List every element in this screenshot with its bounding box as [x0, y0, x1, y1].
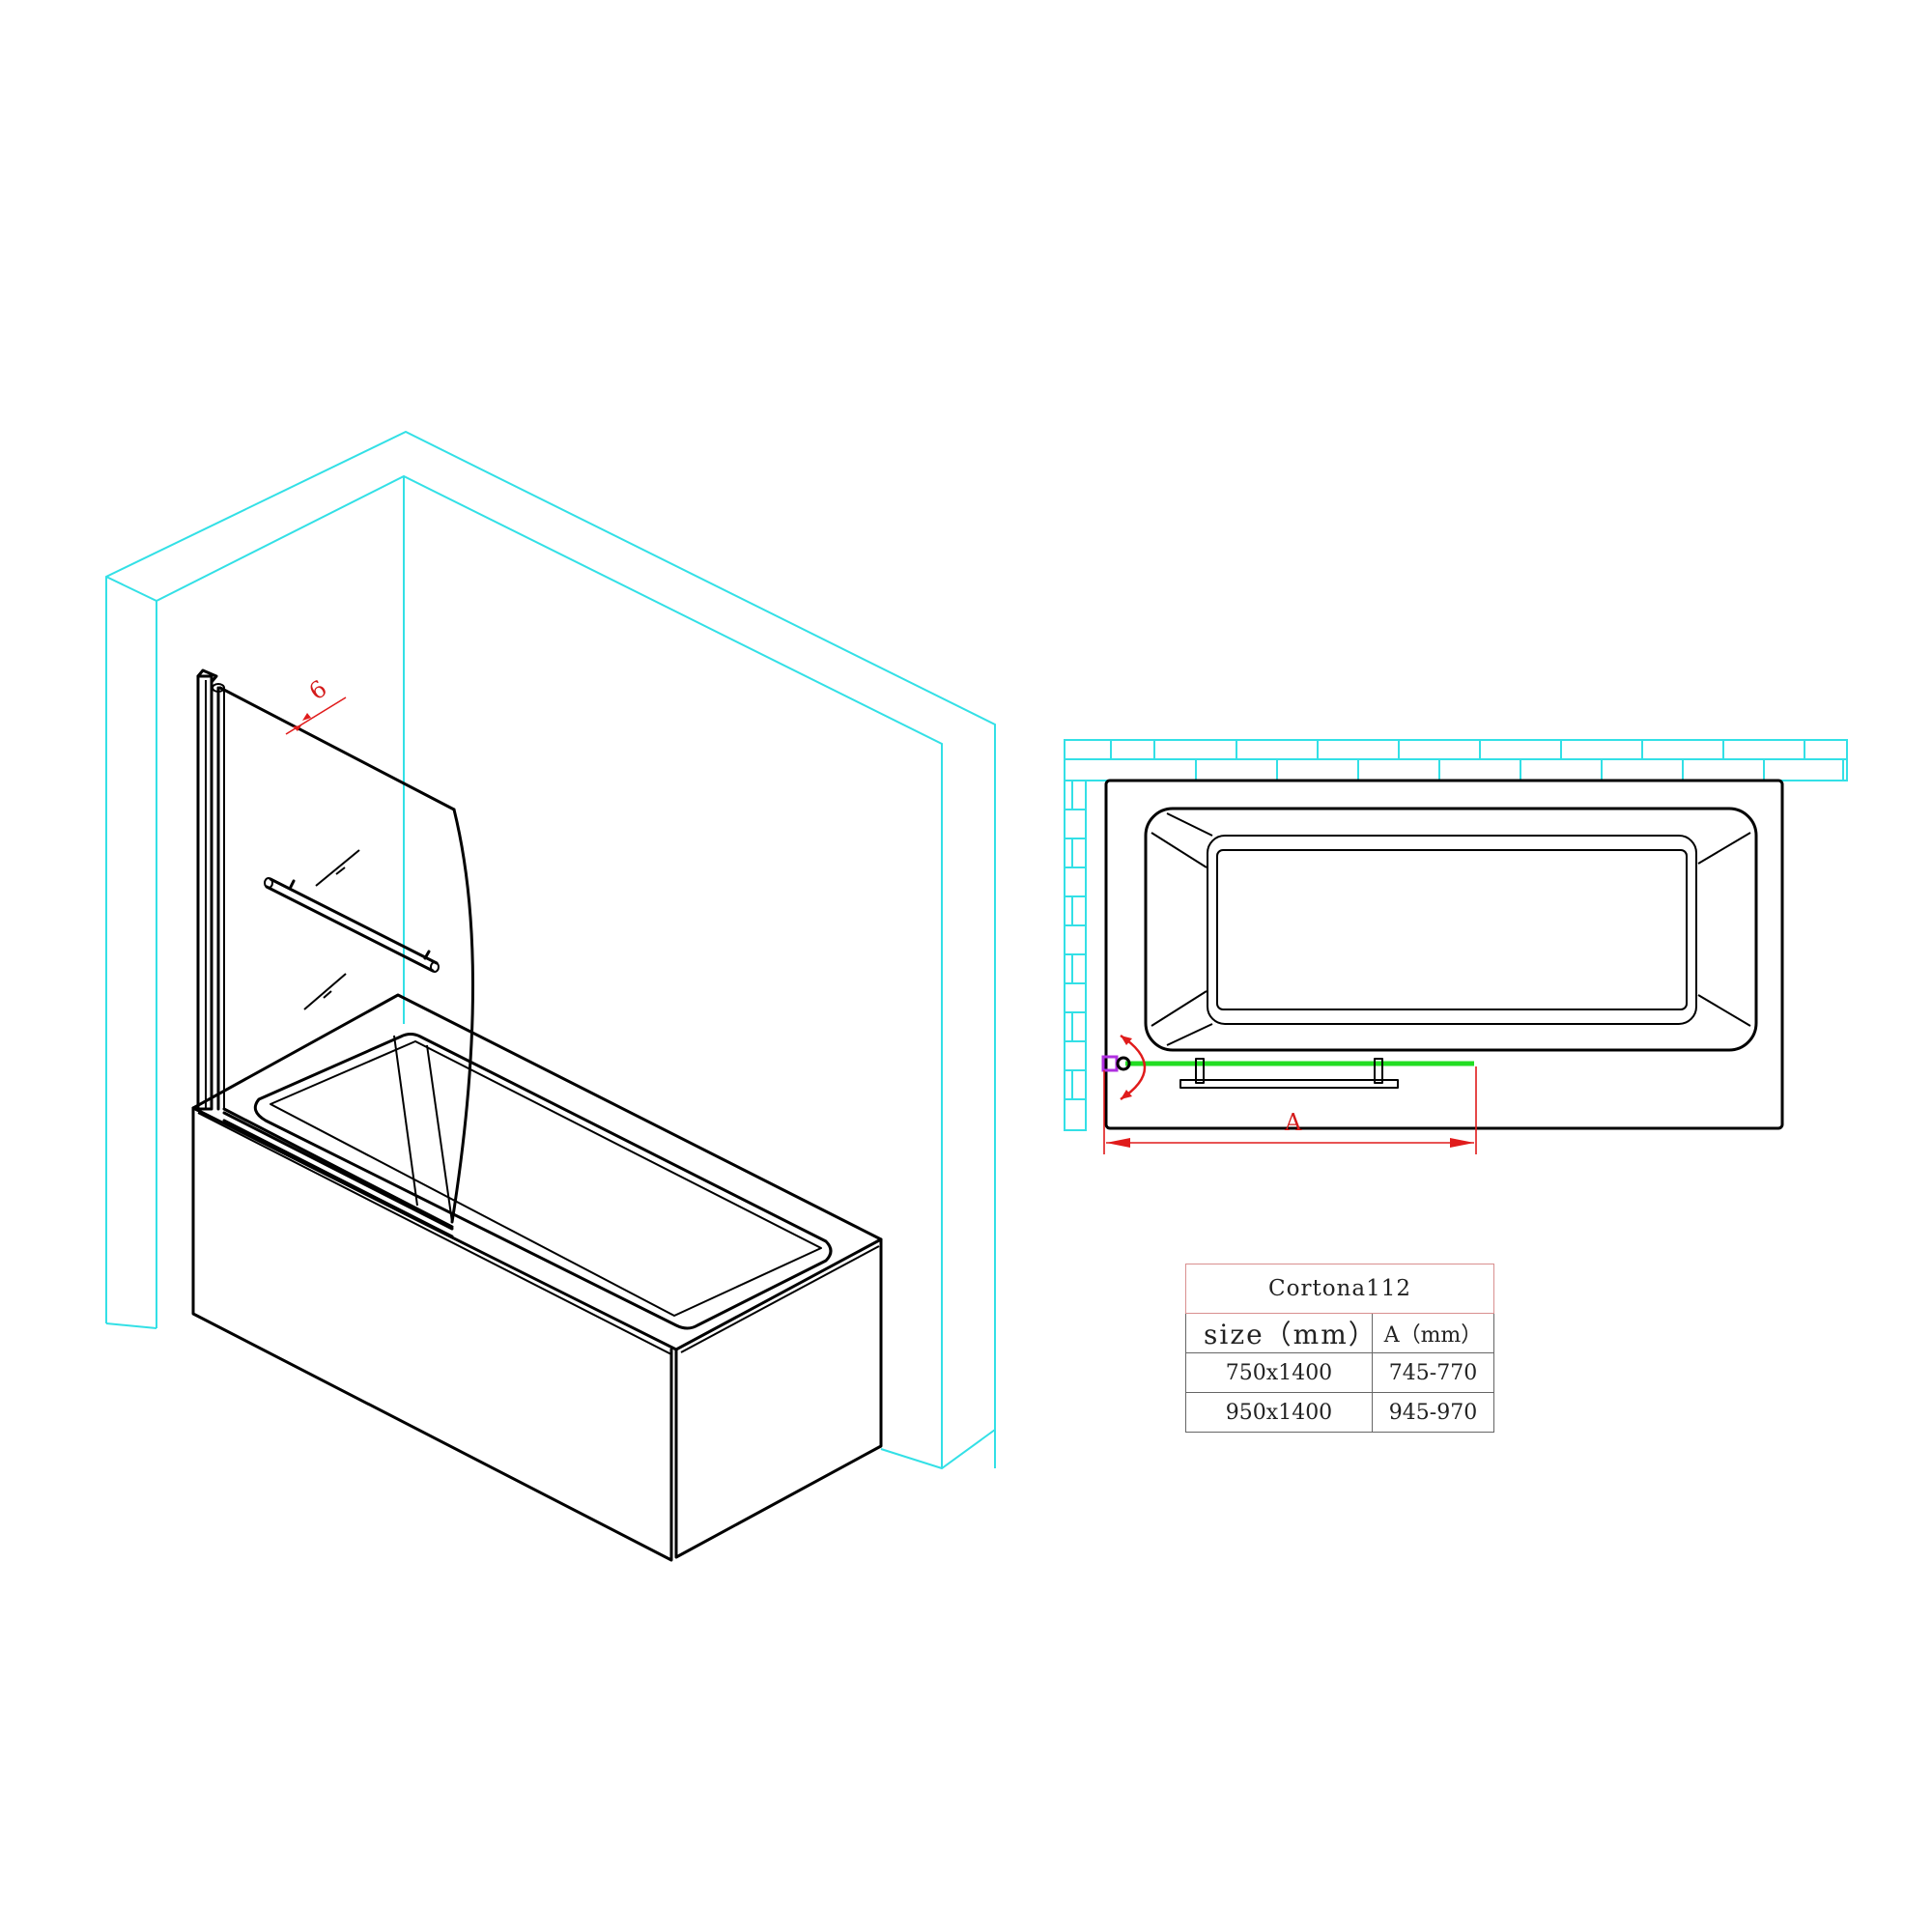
bathtub-plan: [1104, 779, 1784, 1130]
cell-size: 950x1400: [1185, 1392, 1373, 1433]
table-row: 750x1400 745-770: [1185, 1352, 1494, 1393]
table-row: 950x1400 945-970: [1185, 1392, 1494, 1433]
dimension-a-label: A: [1284, 1109, 1302, 1136]
wall-outline: [105, 430, 996, 1470]
header-a: A（mm）: [1372, 1313, 1494, 1353]
table-title: Cortona112: [1185, 1264, 1494, 1314]
brick-wall-top: [1064, 739, 1848, 781]
glass-panel-plan: [1101, 1034, 1474, 1101]
header-size: size（mm）: [1185, 1313, 1376, 1353]
cell-a: 945-970: [1372, 1392, 1494, 1433]
cell-a: 745-770: [1372, 1352, 1494, 1393]
swing-arc-icon: [1120, 1034, 1147, 1101]
glass-panel: [218, 686, 475, 1229]
brick-wall-left: [1064, 780, 1087, 1131]
dimension-a: A: [1103, 1066, 1477, 1154]
table-header-row: size（mm） A（mm）: [1185, 1313, 1494, 1353]
cell-size: 750x1400: [1185, 1352, 1373, 1393]
bathtub: [191, 993, 883, 1562]
towel-bar: [264, 877, 440, 973]
spec-table: Cortona112 size（mm） A（mm） 750x1400 745-7…: [1185, 1264, 1494, 1433]
wall-profile: [196, 668, 225, 1111]
